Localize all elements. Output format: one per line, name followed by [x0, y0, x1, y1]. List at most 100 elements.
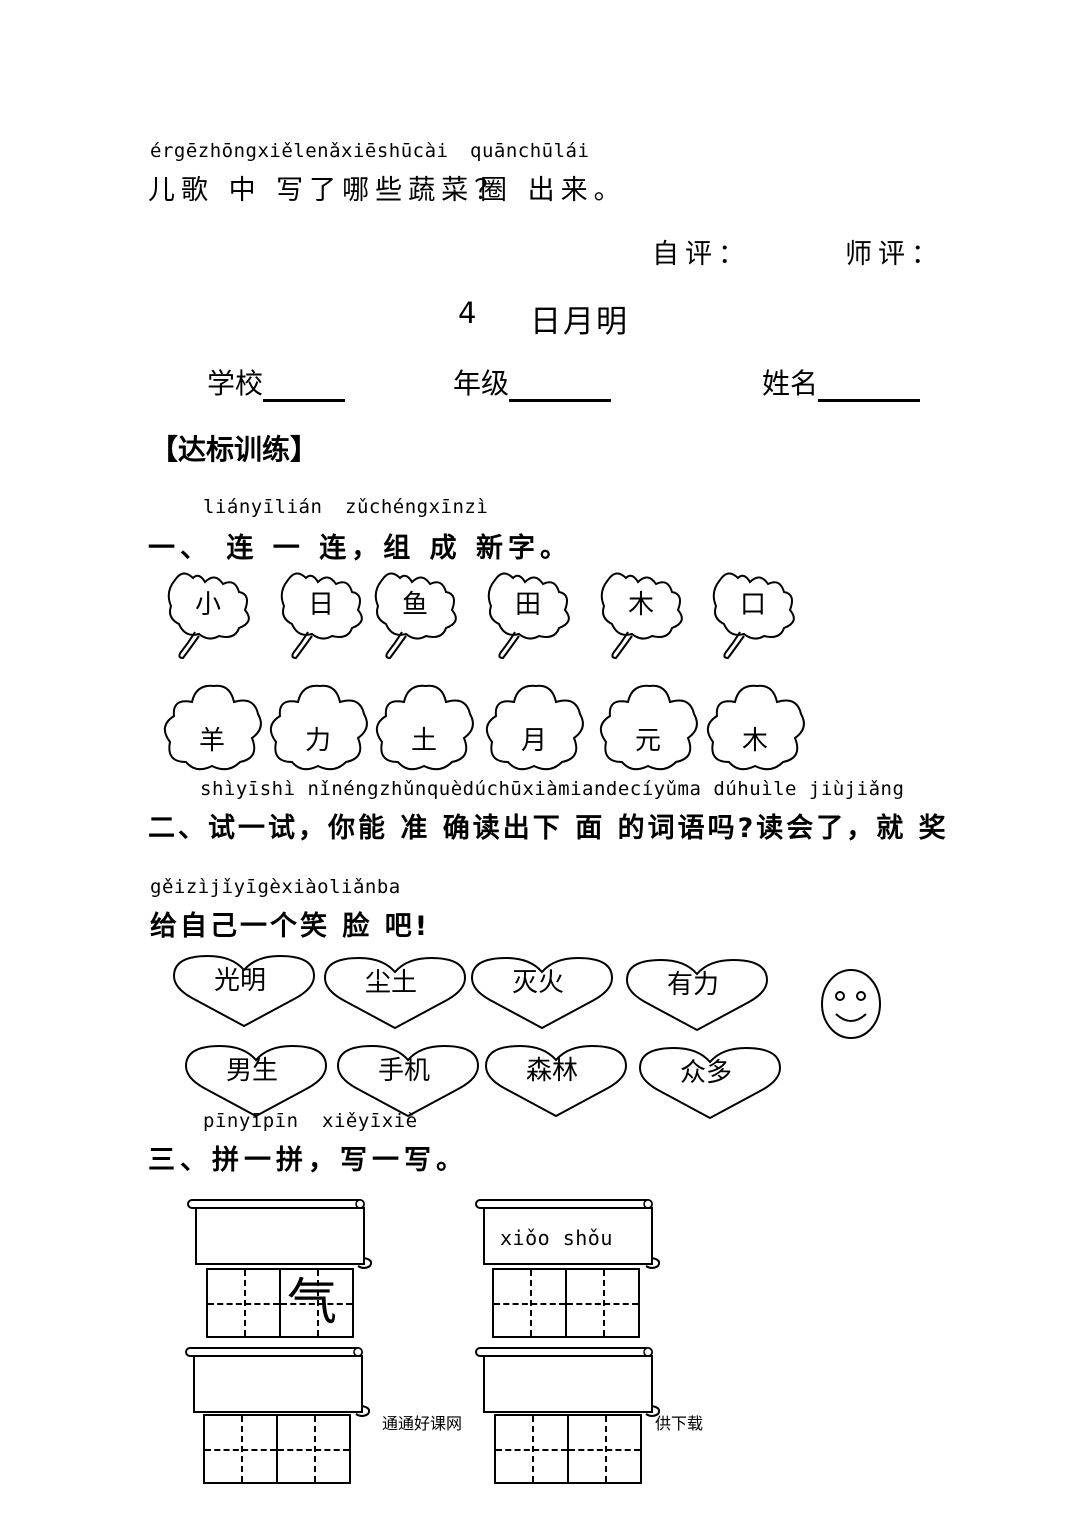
teacher-eval-label: 师评： [845, 239, 944, 270]
smiley-face-icon [820, 968, 882, 1044]
heart-word: 森林 [525, 1056, 578, 1086]
heart-word: 手机 [377, 1056, 430, 1086]
writing-cell[interactable] [494, 1270, 567, 1336]
writing-grid[interactable] [492, 1268, 640, 1338]
flower-cloud-icon [269, 684, 368, 771]
leaf-char: 小 [194, 590, 221, 620]
flower-cloud-icon [485, 684, 584, 771]
heart-icon [323, 956, 467, 1030]
heart-word-card[interactable]: 光明 [172, 954, 316, 1032]
writing-grid[interactable] [203, 1414, 351, 1484]
writing-cell[interactable] [496, 1416, 569, 1482]
cloud-char: 木 [741, 726, 768, 756]
cloud-char: 羊 [198, 726, 225, 756]
pinyin-scroll [186, 1196, 376, 1276]
school-input-line[interactable] [263, 369, 346, 402]
leaf-card[interactable]: 小 [165, 566, 257, 666]
q2-title-1: 二、试一试，你能 准 确读出下 面 的词语吗?读会了，就 奖 [148, 813, 949, 844]
cloud-card[interactable]: 木 [705, 682, 809, 778]
top-text-2: 圈 出来。 [480, 175, 627, 206]
leaf-icon [374, 572, 457, 660]
writing-cell[interactable] [278, 1416, 349, 1482]
leaf-icon [487, 572, 570, 660]
leaf-icon [600, 572, 683, 660]
writing-cell[interactable] [567, 1270, 638, 1336]
leaf-icon [167, 572, 250, 660]
heart-word-card[interactable]: 手机 [336, 1044, 480, 1122]
leaf-card[interactable]: 木 [598, 566, 690, 666]
heart-word-card[interactable]: 灭火 [470, 956, 614, 1034]
leaf-char: 鱼 [401, 590, 428, 620]
q1-pinyin-1: liányīlián [203, 496, 323, 518]
scroll-banner-icon [187, 1199, 373, 1269]
school-field: 学校 [207, 362, 346, 402]
pinyin-scroll [184, 1344, 374, 1424]
cloud-card[interactable]: 元 [598, 682, 702, 778]
cloud-char: 力 [304, 726, 331, 756]
heart-icon [638, 1046, 782, 1120]
q2-pinyin-1: shìyīshì nǐnéngzhǔnquèdúchūxiàmiandecíyǔ… [200, 778, 905, 800]
heart-word-card[interactable]: 男生 [184, 1044, 328, 1122]
flower-cloud-icon [706, 684, 805, 771]
name-field: 姓名 [762, 362, 921, 402]
lesson-number: 4 [458, 296, 477, 330]
cloud-char: 月 [520, 726, 547, 756]
heart-word: 灭火 [511, 968, 564, 998]
heart-word-card[interactable]: 有力 [625, 958, 769, 1036]
grade-input-line[interactable] [509, 369, 612, 402]
heart-word: 有力 [666, 970, 719, 1000]
writing-cell[interactable]: 气 [281, 1270, 352, 1336]
flower-cloud-icon [375, 684, 474, 771]
cloud-card[interactable]: 土 [374, 682, 478, 778]
writing-cell[interactable] [205, 1416, 278, 1482]
footer-text-left: 通通好课网 [382, 1414, 463, 1433]
q1-title: 一、 连 一 连，组 成 新字。 [148, 533, 572, 564]
writing-grid[interactable] [494, 1414, 642, 1484]
cloud-char: 元 [634, 726, 661, 756]
grade-field: 年级 [453, 362, 612, 402]
cloud-card[interactable]: 月 [484, 682, 588, 778]
leaf-card[interactable]: 鱼 [372, 566, 464, 666]
pinyin-scroll [474, 1344, 664, 1424]
footer-text-right: 供下载 [655, 1414, 704, 1433]
leaf-card[interactable]: 田 [485, 566, 577, 666]
top-pinyin-1: érgēzhōngxiělenǎxiēshūcài [150, 140, 449, 162]
heart-icon [172, 954, 316, 1028]
heart-icon [625, 958, 769, 1032]
written-char: 气 [287, 1273, 337, 1331]
q3-pinyin-2: xiěyīxiě [322, 1110, 418, 1132]
cloud-card[interactable]: 力 [268, 682, 372, 778]
writing-cell[interactable] [208, 1270, 281, 1336]
leaf-card[interactable]: 口 [710, 566, 802, 666]
heart-word: 众多 [679, 1058, 732, 1088]
cloud-card[interactable]: 羊 [162, 682, 266, 778]
leaf-char: 日 [307, 590, 334, 620]
leaf-char: 口 [739, 590, 766, 620]
top-text-1: 儿歌 中 写了哪些蔬菜？ [148, 175, 508, 206]
leaf-icon [712, 572, 795, 660]
heart-word-card[interactable]: 尘土 [323, 956, 467, 1034]
scroll-pinyin: xiǒo shǒu [500, 1226, 613, 1250]
q1-pinyin-2: zǔchéngxīnzì [345, 496, 489, 518]
heart-word: 男生 [225, 1056, 278, 1086]
scroll-banner-icon [185, 1347, 371, 1417]
writing-grid[interactable]: 气 [206, 1268, 354, 1338]
scroll-banner-icon [475, 1347, 661, 1417]
section-header: 【达标训练】 [150, 433, 319, 466]
heart-icon [484, 1044, 628, 1118]
school-label: 学校 [207, 367, 264, 400]
top-pinyin-2: quānchūlái [470, 140, 590, 162]
writing-cell[interactable] [569, 1416, 640, 1482]
leaf-char: 木 [627, 590, 654, 620]
scroll-banner-icon [475, 1199, 661, 1269]
name-input-line[interactable] [818, 369, 921, 402]
q3-pinyin-1: pīnyīpīn [203, 1110, 299, 1132]
pinyin-scroll: xiǒo shǒu [474, 1196, 664, 1276]
heart-icon [184, 1044, 328, 1118]
self-eval-label: 自评： [652, 239, 751, 270]
heart-word-card[interactable]: 众多 [638, 1046, 782, 1124]
heart-word-card[interactable]: 森林 [484, 1044, 628, 1122]
leaf-icon [280, 572, 363, 660]
leaf-card[interactable]: 日 [278, 566, 370, 666]
flower-cloud-icon [163, 684, 262, 771]
